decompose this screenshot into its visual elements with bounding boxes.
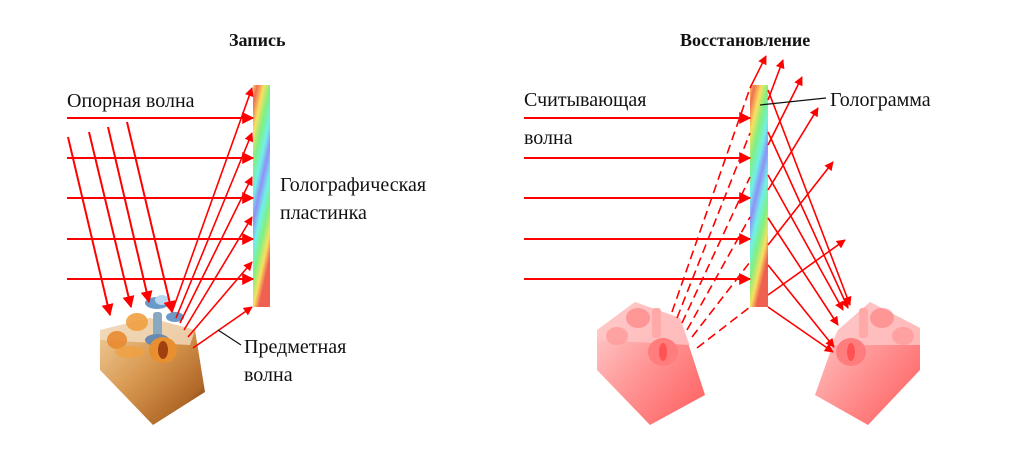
- reference-wave-label: Опорная волна: [67, 90, 195, 112]
- real-image-rays: [767, 89, 852, 353]
- reconstruction-diagram: [524, 55, 920, 425]
- virtual-image-object: [597, 302, 705, 425]
- object-wave-label-line1: Предметная: [244, 336, 347, 358]
- recording-object: [100, 295, 205, 425]
- hologram-leader: [759, 97, 827, 106]
- reconstruction-title: Восстановление: [680, 30, 811, 50]
- holographic-plate: [253, 85, 270, 307]
- object-wave-label-line2: волна: [244, 364, 293, 386]
- object-wave-leader: [217, 329, 242, 346]
- reading-wave-label-line2: волна: [524, 127, 573, 149]
- reading-wave-label-line1: Считывающая: [524, 89, 647, 111]
- illumination-rays: [67, 121, 176, 317]
- real-image-object: [815, 302, 920, 425]
- plate-label-line1: Голографическая: [280, 174, 427, 196]
- recording-diagram: [67, 85, 270, 425]
- reading-wave-rays: [524, 112, 752, 285]
- hologram-label: Голограмма: [830, 89, 931, 111]
- virtual-image-rays: [671, 87, 751, 349]
- hologram: [750, 85, 768, 307]
- object-wave-rays: [171, 87, 254, 349]
- plate-label-line2: пластинка: [280, 202, 367, 224]
- recording-title: Запись: [229, 30, 286, 50]
